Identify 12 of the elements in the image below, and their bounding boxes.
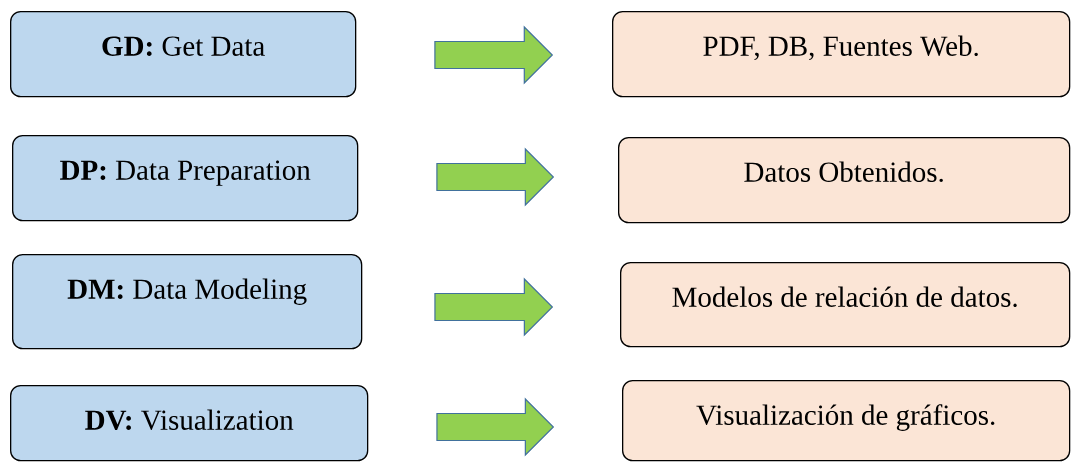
description-box: Datos Obtenidos. — [618, 137, 1071, 224]
step-box: GD: Get Data — [10, 11, 357, 98]
step-box: DP: Data Preparation — [12, 135, 359, 222]
step-box: DV: Visualization — [10, 385, 369, 462]
block-arrow — [434, 25, 554, 85]
description-box: Visualización de gráficos. — [622, 380, 1071, 462]
block-arrow — [436, 147, 555, 207]
description-box: Modelos de relación de datos. — [620, 262, 1071, 348]
block-arrow — [436, 397, 555, 457]
block-arrow — [434, 277, 554, 337]
description-box: PDF, DB, Fuentes Web. — [612, 11, 1071, 98]
step-box: DM: Data Modeling — [12, 254, 363, 350]
